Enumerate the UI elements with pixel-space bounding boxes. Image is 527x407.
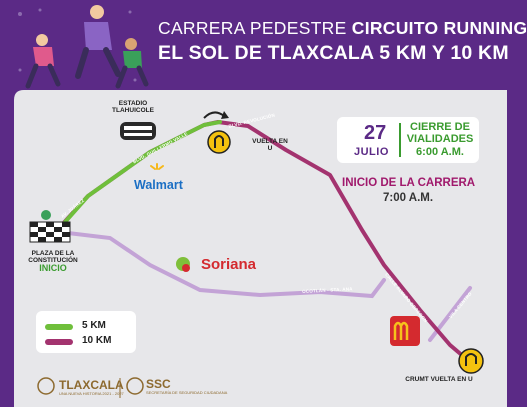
legend-item-5km: 5 KM [45, 320, 135, 332]
title-line-2: EL SOL DE TLAXCALA 5 KM Y 10 KM [158, 42, 509, 64]
stadium-icon [120, 122, 156, 140]
title-highlight: CIRCUITO RUNNING [351, 18, 527, 38]
event-info-box: 27 JULIO CIERRE DE VIALIDADES 6:00 A.M. [337, 117, 479, 163]
uturn-sign-icon [207, 130, 231, 154]
title-prefix: CARRERA PEDESTRE [158, 18, 347, 38]
soriana-icon [176, 257, 190, 272]
race-start-time: 7:00 A.M. [383, 192, 434, 204]
footer-tlaxcala-sub: UNA NUEVA HISTORIA 2021 - 2027 [59, 391, 124, 396]
closure-time: 6:00 A.M. [416, 146, 464, 158]
closure-label: CIERRE DE VIALIDADES [406, 121, 474, 145]
stadium-label: ESTADIO TLAHUICOLE [112, 100, 154, 114]
title-line-1: CARRERA PEDESTRE CIRCUITO RUNNING [158, 18, 527, 39]
mcdonalds-icon [390, 316, 420, 346]
soriana-label: Soriana [201, 256, 257, 273]
legend: 5 KM 10 KM [36, 311, 136, 353]
route-5km [56, 120, 222, 232]
map-graphic [14, 5, 507, 407]
map-panel [14, 90, 507, 407]
legend-label-5km: 5 KM [82, 320, 106, 331]
start-label: INICIO [39, 263, 67, 273]
header-dots [18, 8, 137, 82]
ssc-seal-icon [126, 377, 144, 395]
legend-item-10km: 10 KM [45, 335, 135, 347]
info-divider [399, 123, 401, 157]
race-start-label: INICIO DE LA CARRERA [342, 177, 476, 189]
runners-illustration [25, 5, 149, 89]
footer-tlaxcala: TLAXCALA [59, 378, 124, 392]
plaza-label: PLAZA DE LA CONSTITUCIÓN [28, 250, 78, 264]
crumt-uturn-icon [458, 348, 484, 374]
race-route-poster: CARRERA PEDESTRE CIRCUITO RUNNING EL SOL… [14, 5, 527, 407]
legend-label-10km: 10 KM [82, 335, 112, 346]
footer-ssc-sub: SECRETARÍA DE SEGURIDAD CIUDADANA [146, 390, 228, 395]
walmart-spark-icon [150, 163, 164, 170]
crumt-label: CRUMT VUELTA EN U [405, 376, 473, 383]
legend-swatch-10km [45, 339, 73, 345]
footer-ssc: SSC [146, 377, 171, 391]
uturn-label: VUELTA EN U [252, 138, 288, 152]
uturn-arrow-top [203, 111, 225, 119]
legend-swatch-5km [45, 324, 73, 330]
walmart-label: Walmart [134, 178, 183, 192]
event-month: JULIO [354, 146, 389, 158]
start-flag-icon [29, 210, 71, 243]
event-day: 27 [364, 122, 387, 144]
tlaxcala-seal-icon [37, 377, 55, 395]
